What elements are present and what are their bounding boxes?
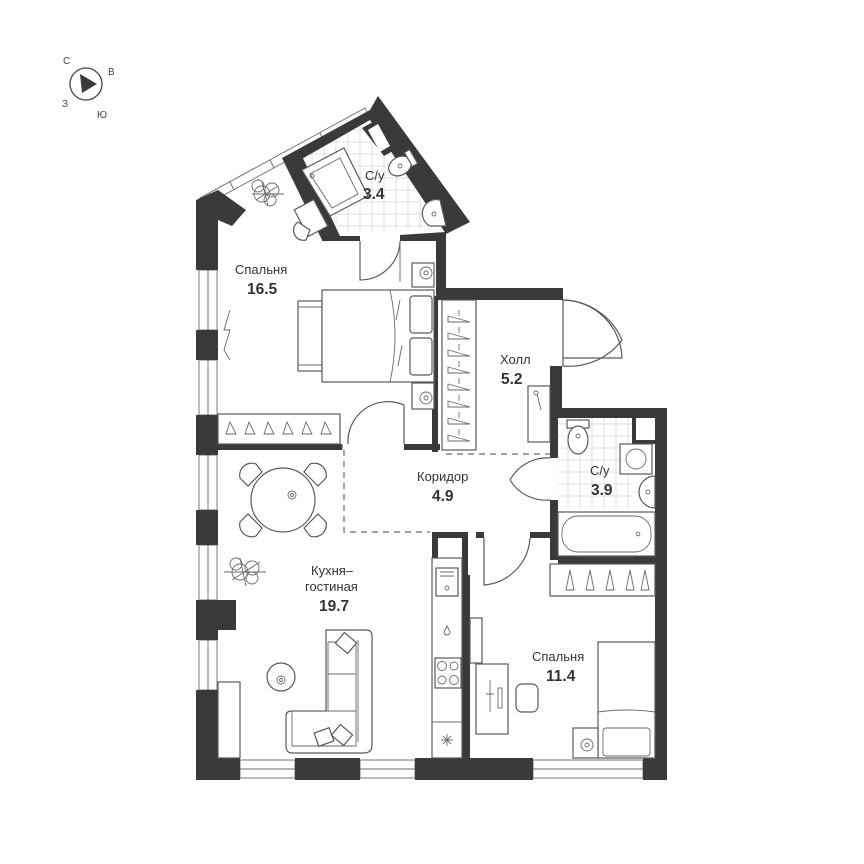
bathroom-2-fixtures	[557, 419, 656, 557]
plant-icon	[251, 179, 284, 207]
dining-table	[250, 467, 316, 533]
bench	[297, 300, 323, 372]
hall-wardrobe	[441, 299, 551, 451]
compass: С В З Ю	[62, 56, 115, 121]
nightstand	[572, 727, 599, 759]
room-area-bathroom-2: 3.9	[591, 482, 613, 499]
room-name-bedroom-1: Спальня	[235, 262, 287, 277]
room-name-kitchen-living-1: Кухня–	[311, 563, 354, 578]
bedroom-2-furniture	[469, 563, 656, 759]
vanity-table	[293, 198, 329, 238]
shoe-cabinet	[527, 385, 551, 443]
wardrobe-hall	[441, 299, 477, 451]
coffee-table	[266, 662, 296, 692]
compass-east: В	[108, 67, 115, 78]
room-area-kitchen-living: 19.7	[319, 598, 349, 615]
walls	[196, 96, 667, 780]
hangers-icon	[225, 420, 332, 435]
plant-icon	[224, 557, 266, 587]
chair	[239, 513, 263, 538]
zone-borders	[343, 450, 550, 533]
chair	[303, 462, 327, 487]
room-area-hall: 5.2	[501, 371, 523, 388]
chair	[303, 513, 327, 538]
shower-tray	[301, 147, 369, 217]
corner-sofa	[285, 629, 373, 754]
bathroom-1-fixtures	[301, 147, 447, 227]
room-labels: С/у 3.4 Спальня 16.5 Холл 5.2 Коридор 4.…	[235, 168, 613, 685]
room-name-bathroom-2: С/у	[590, 463, 610, 478]
single-bed	[597, 641, 656, 759]
hangers-icon	[565, 569, 650, 591]
water-drop-icon	[443, 624, 451, 636]
kitchen-sink	[435, 567, 459, 597]
wardrobe-bedroom-2	[549, 563, 656, 597]
pillow	[330, 723, 354, 747]
chair	[239, 462, 263, 487]
washing-machine	[619, 443, 653, 475]
compass-north: С	[63, 56, 70, 67]
wardrobe-bedroom-1	[217, 413, 341, 445]
snowflake-icon	[441, 734, 453, 746]
bathroom-2-tiles	[558, 418, 632, 508]
sink-icon	[638, 475, 656, 509]
pillow	[334, 631, 358, 655]
tv-console	[217, 681, 241, 759]
bedroom-1-furniture	[217, 179, 435, 445]
room-name-kitchen-living-2: гостиная	[305, 579, 358, 594]
room-area-bedroom-2: 11.4	[546, 668, 576, 685]
compass-south: Ю	[97, 110, 107, 121]
chair	[515, 683, 539, 713]
compass-ring	[69, 67, 103, 101]
compass-west: З	[62, 99, 68, 110]
doors	[341, 240, 623, 586]
toilet-icon	[567, 425, 589, 455]
nightstand-top	[411, 262, 435, 288]
room-name-hall: Холл	[500, 352, 531, 367]
shelf	[469, 617, 483, 664]
room-name-bathroom-1: С/у	[365, 168, 385, 183]
sink-icon	[421, 198, 447, 227]
room-name-corridor: Коридор	[417, 469, 468, 484]
compass-arrow-icon	[80, 74, 97, 93]
room-area-bedroom-1: 16.5	[247, 281, 278, 298]
room-name-bedroom-2: Спальня	[532, 649, 584, 664]
bathtub	[557, 511, 656, 557]
hangers-icon	[447, 310, 471, 442]
nightstand-bottom	[411, 382, 435, 410]
desk	[475, 663, 509, 735]
kitchen-living-furniture	[217, 462, 463, 759]
room-area-corridor: 4.9	[432, 488, 454, 505]
room-area-bathroom-1: 3.4	[363, 186, 385, 203]
